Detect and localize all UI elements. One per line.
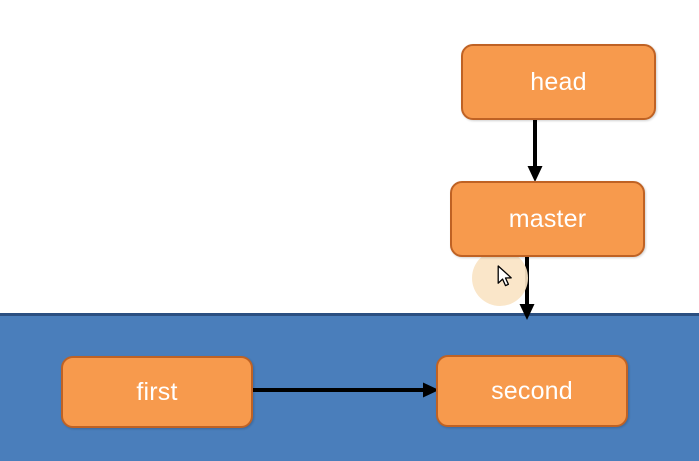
node-first-label: first — [136, 377, 178, 406]
edge-head-to-master — [527, 118, 543, 182]
mouse-cursor-icon — [497, 265, 512, 287]
node-head-label: head — [530, 67, 587, 96]
node-master[interactable]: master — [450, 181, 645, 257]
node-master-label: master — [508, 204, 587, 233]
node-second-label: second — [491, 376, 573, 405]
node-second[interactable]: second — [436, 355, 628, 427]
node-first[interactable]: first — [61, 356, 253, 428]
node-head[interactable]: head — [461, 44, 656, 120]
